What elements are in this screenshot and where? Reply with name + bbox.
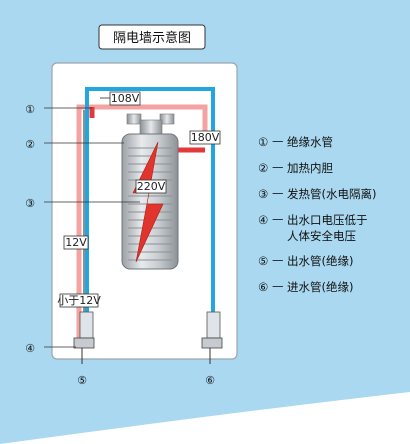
legend-num-6: ⑥	[258, 280, 268, 294]
legend-dash-6: —	[272, 279, 284, 293]
legend-dash-1: —	[272, 134, 284, 148]
diagram-title: 隔电墙示意图	[113, 30, 191, 46]
legend-text-4: 出水口电压低于	[287, 213, 368, 227]
hot-pipe-path	[76, 104, 208, 345]
cold-inlet-pipe	[85, 87, 215, 320]
inlet-fitting	[206, 311, 221, 339]
inlet-base	[201, 337, 223, 349]
svg-text:①: ①	[25, 103, 35, 116]
heating-element-bolt	[132, 141, 164, 263]
legend-text-2: 加热内胆	[287, 161, 333, 175]
legend-num-5: ⑤	[258, 254, 268, 268]
legend-num-4: ④	[258, 213, 268, 227]
outlet-base	[73, 337, 95, 349]
tank-cap-left	[126, 113, 142, 125]
outlet-fitting	[79, 311, 94, 339]
legend-dash-2: —	[272, 160, 284, 174]
legend-text-5: 出水管(绝缘)	[287, 254, 353, 268]
legend-num-3: ③	[258, 187, 268, 201]
tag-180v	[189, 130, 221, 145]
legend-text-1: 绝缘水管	[287, 135, 333, 149]
callout-5: ⑤	[77, 374, 87, 387]
legend-num-1: ①	[258, 135, 268, 149]
svg-text:⑥: ⑥	[205, 374, 215, 387]
tag-220v	[135, 179, 167, 194]
label-12v: 12V	[65, 236, 87, 249]
svg-text:②: ②	[25, 138, 35, 151]
legend-dash-5: —	[272, 253, 284, 267]
legend: ① — 绝缘水管 ② — 加热内胆 ③ — 发热管(水电隔离) ④ — 出水口电…	[258, 134, 376, 294]
tag-108v	[109, 91, 141, 106]
label-180v: 180V	[191, 131, 220, 144]
callout-2: ②	[25, 138, 124, 151]
title-box	[98, 24, 206, 50]
callout-1: ①	[25, 103, 92, 116]
legend-text-6: 进水管(绝缘)	[287, 280, 353, 294]
tag-small-12v	[59, 293, 99, 308]
callout-4: ④	[25, 342, 76, 355]
tag-12v	[63, 235, 89, 250]
legend-text-3: 发热管(水电隔离)	[287, 187, 376, 201]
legend-text-4b: 人体安全电压	[287, 229, 356, 243]
label-small-12v: 小于12V	[57, 294, 101, 307]
label-220v: 220V	[137, 180, 166, 193]
tank-cap-right	[159, 113, 175, 125]
legend-num-2: ②	[258, 161, 268, 175]
legend-dash-4: —	[272, 212, 284, 226]
svg-text:⑤: ⑤	[77, 374, 87, 387]
label-108v: 108V	[111, 92, 140, 105]
callout-3: ③	[25, 197, 140, 210]
callout-6: ⑥	[205, 374, 215, 387]
heating-tank	[121, 133, 179, 270]
legend-dash-3: —	[272, 186, 284, 200]
svg-text:③: ③	[25, 197, 35, 210]
svg-text:④: ④	[25, 342, 35, 355]
